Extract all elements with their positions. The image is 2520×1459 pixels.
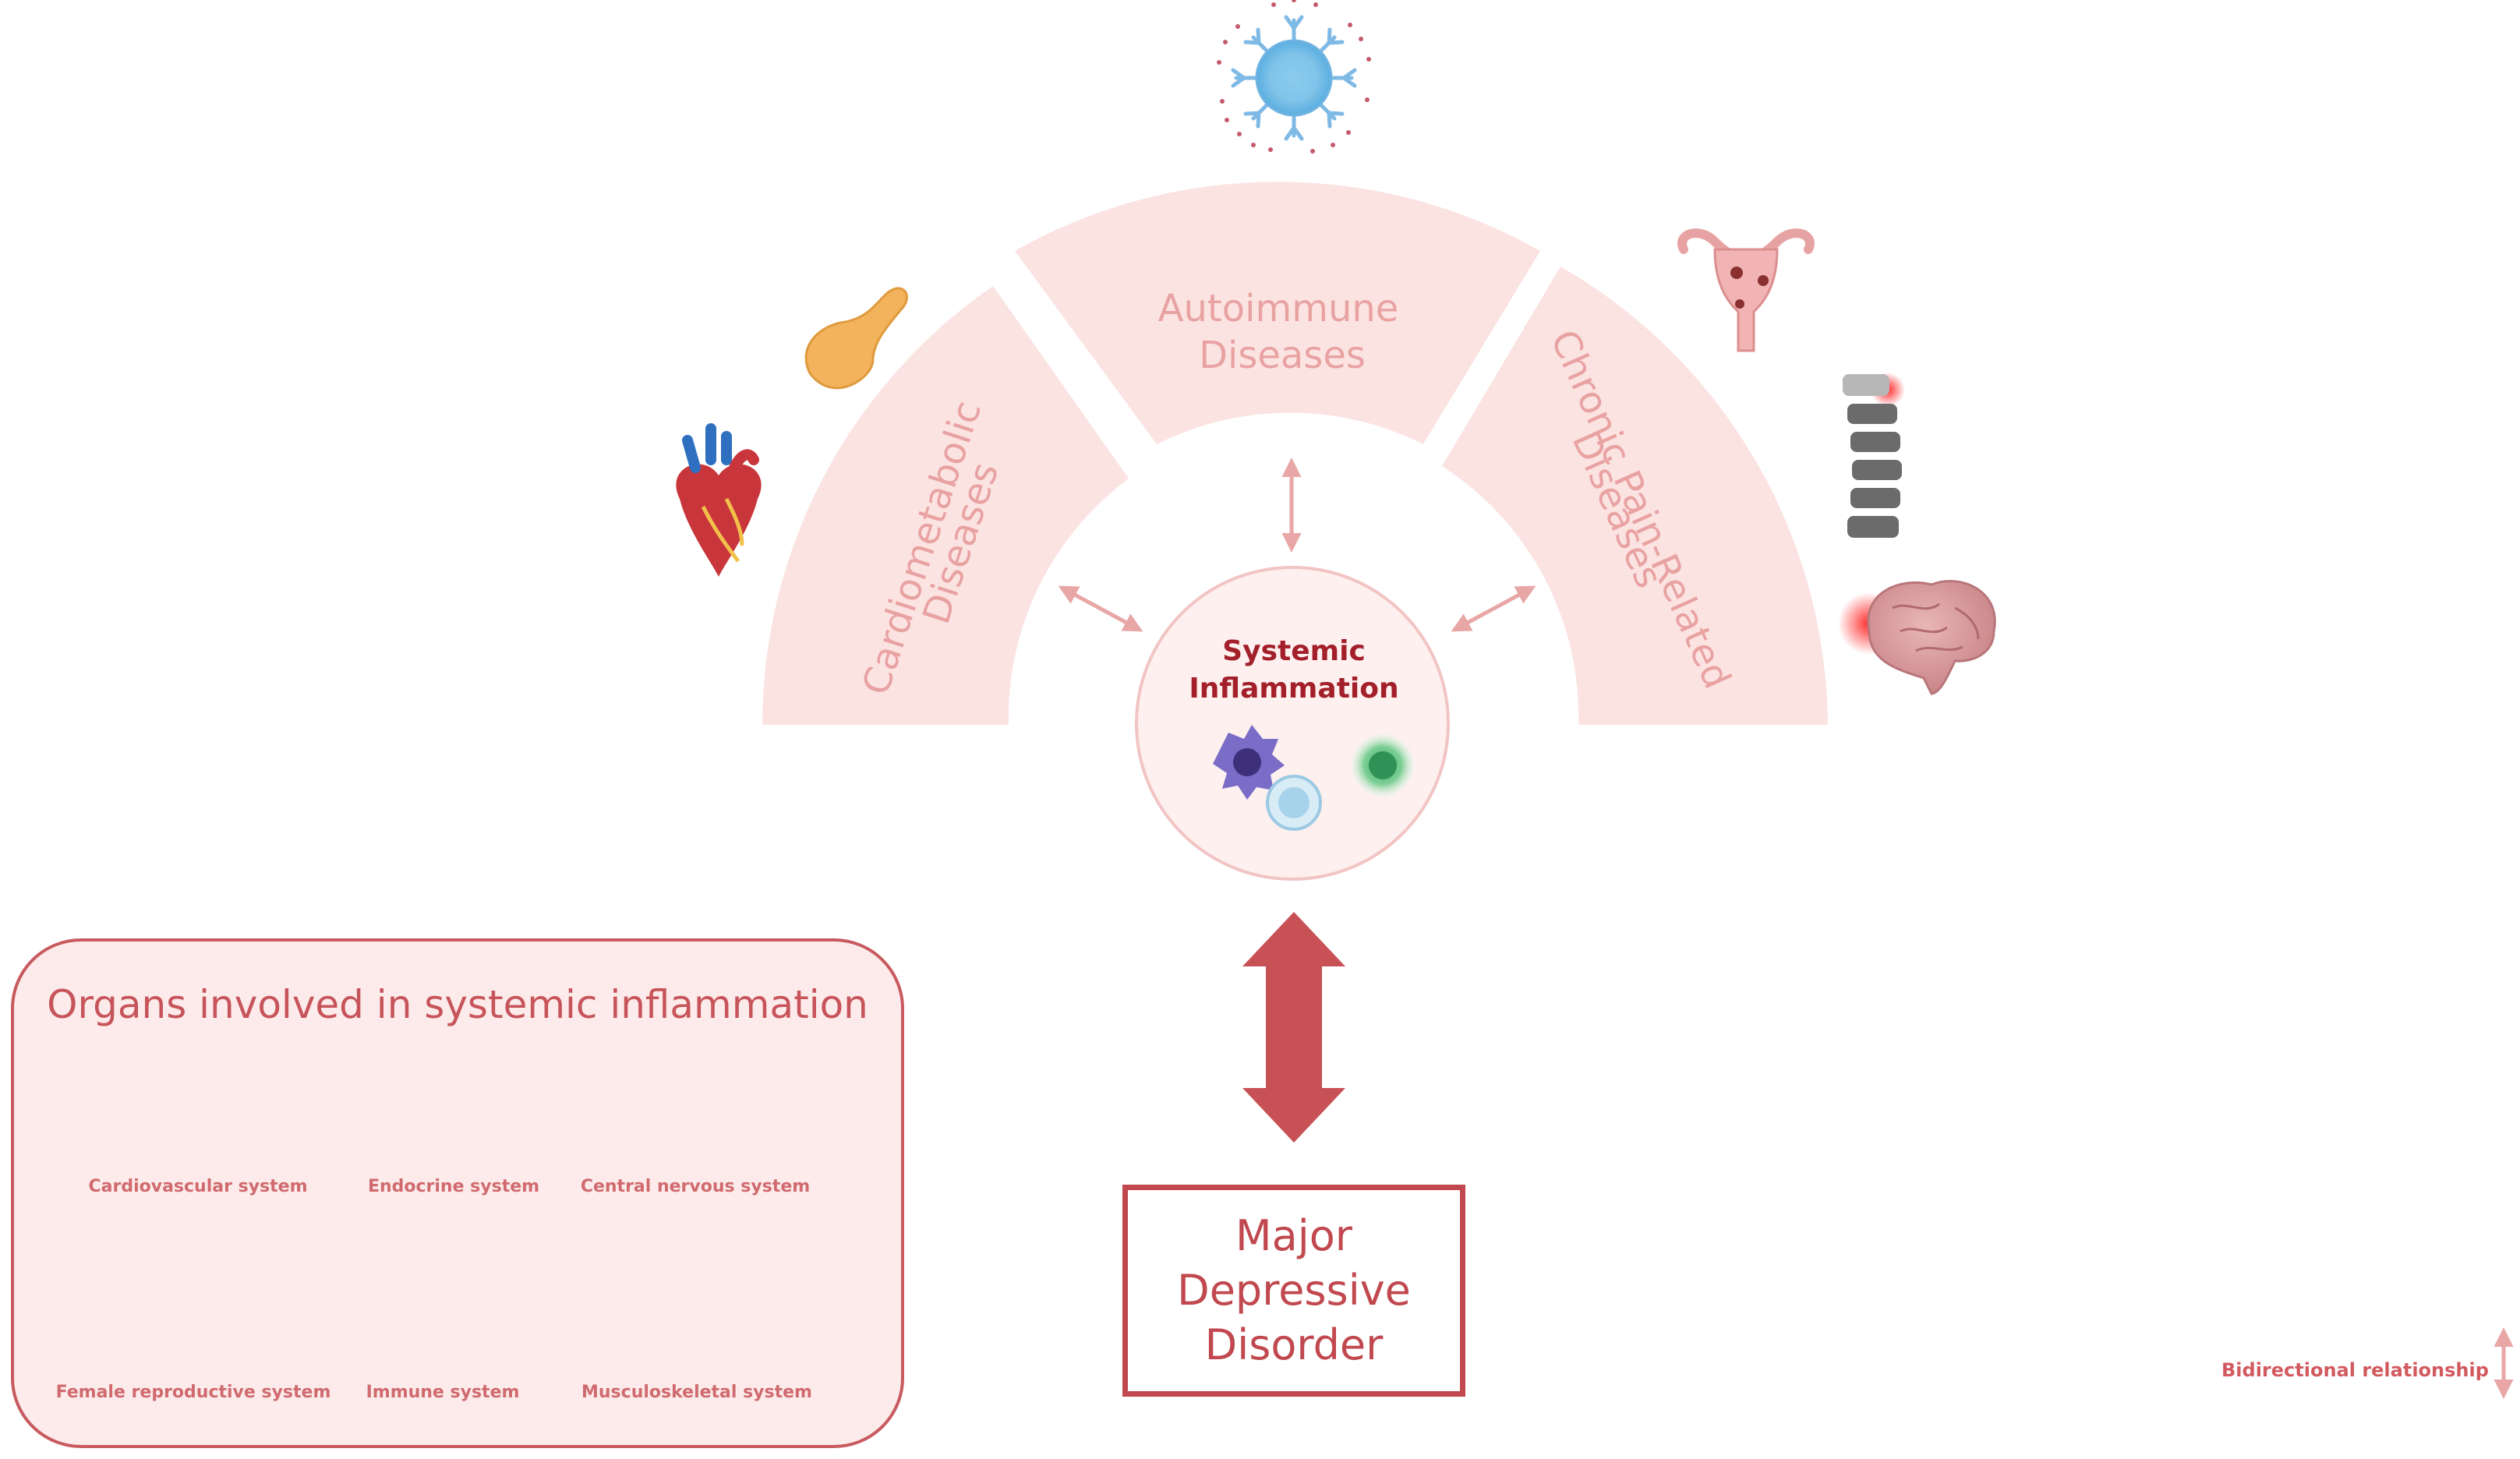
mdd-line2: Depressive — [1177, 1266, 1411, 1315]
mdd-line3: Disorder — [1204, 1320, 1384, 1369]
legend-label-musculoskeletal: Musculoskeletal system — [581, 1383, 812, 1402]
uterus-icon — [1677, 228, 1815, 352]
center-title-line2: Inflammation — [1189, 673, 1399, 705]
legend-label-endocrine: Endocrine system — [367, 1177, 540, 1196]
neutrophil-icon — [1352, 734, 1414, 797]
legend-label-immune: Immune system — [366, 1383, 520, 1402]
spine-icon — [1843, 373, 1905, 538]
systemic-inflammation-circle — [1135, 566, 1450, 881]
arc-segment-chronic-pain — [1442, 267, 1828, 725]
major-depressive-disorder-box: Major Depressive Disorder — [1122, 1185, 1465, 1397]
label-autoimmune-line1: Autoimmune — [1158, 287, 1399, 330]
major-bidirectional-arrow — [1242, 912, 1345, 1143]
brain-icon — [1838, 580, 1996, 695]
dendritic-cell-icon — [1213, 725, 1285, 800]
legend-title: Organs involved in systemic inflammation — [47, 982, 868, 1027]
label-autoimmune-line2: Diseases — [1199, 334, 1366, 377]
legend-label-cardiovascular: Cardiovascular system — [88, 1177, 308, 1196]
lymphocyte-icon — [1266, 775, 1322, 831]
mdd-label: Major Depressive Disorder — [1177, 1209, 1411, 1372]
systemic-inflammation-title: Systemic Inflammation — [1138, 633, 1450, 708]
mdd-line1: Major — [1235, 1211, 1352, 1260]
pancreas-icon — [804, 287, 908, 390]
bidirectional-relationship-label: Bidirectional relationship — [2221, 1359, 2489, 1381]
immune-cell-icon — [1217, 0, 1371, 154]
center-title-line1: Systemic — [1222, 635, 1366, 667]
arc-segment-cardiometabolic — [762, 286, 1129, 725]
legend-label-female-reproductive: Female reproductive system — [55, 1383, 331, 1402]
arrow-right-bidirectional — [1451, 585, 1536, 632]
legend-label-central-nervous: Central nervous system — [580, 1177, 811, 1196]
arrow-left-bidirectional — [1058, 585, 1143, 632]
organs-legend-box: Organs involved in systemic inflammation — [11, 938, 904, 1448]
arc-segment-autoimmune — [1015, 182, 1540, 444]
heart-icon — [676, 423, 762, 577]
